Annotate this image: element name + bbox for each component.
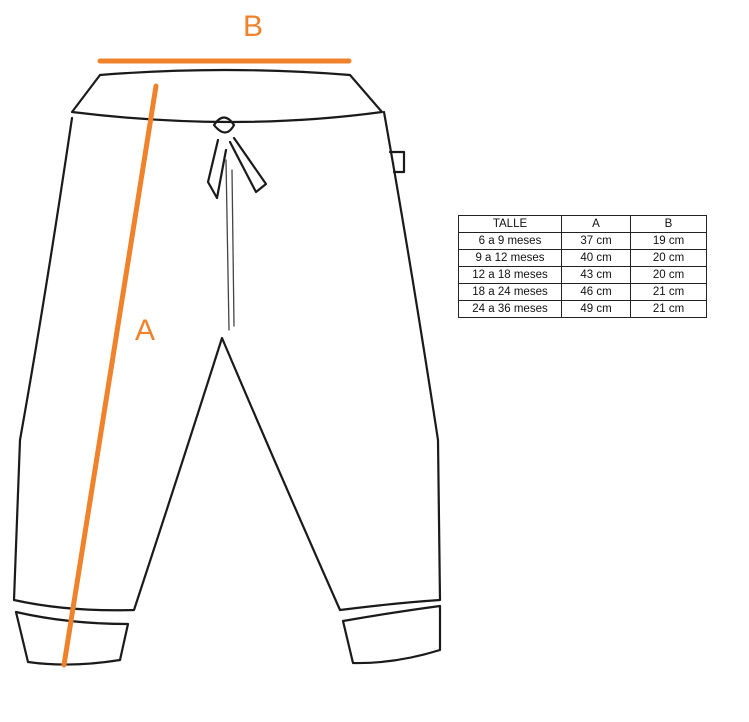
fly-seam-inner [231, 169, 235, 327]
header-talle: TALLE [458, 215, 562, 233]
a-cell: 46 cm [561, 283, 631, 301]
table-row: 12 a 18 meses 43 cm 20 cm [458, 266, 707, 284]
b-cell: 20 cm [630, 249, 707, 267]
table-row: 18 a 24 meses 46 cm 21 cm [458, 283, 707, 301]
b-cell: 20 cm [630, 266, 707, 284]
label-a: A [135, 314, 155, 347]
size-table: TALLE A B 6 a 9 meses 37 cm 19 cm 9 a 12… [458, 215, 707, 318]
measure-line-a [61, 83, 159, 668]
b-cell: 19 cm [630, 232, 707, 250]
a-cell: 43 cm [561, 266, 631, 284]
header-a: A [561, 215, 631, 233]
side-tag [388, 150, 406, 174]
table-row: 6 a 9 meses 37 cm 19 cm [458, 232, 707, 250]
label-b: B [243, 10, 263, 43]
size-cell: 9 a 12 meses [458, 249, 562, 267]
size-cell: 18 a 24 meses [458, 283, 562, 301]
header-b: B [630, 215, 707, 233]
waistband-outline [70, 68, 384, 124]
size-cell: 12 a 18 meses [458, 266, 562, 284]
a-cell: 49 cm [561, 300, 631, 318]
size-cell: 6 a 9 meses [458, 232, 562, 250]
drawstring-right [228, 136, 268, 194]
table-row: 24 a 36 meses 49 cm 21 cm [458, 300, 707, 318]
b-cell: 21 cm [630, 283, 707, 301]
drawstring-left [206, 138, 228, 200]
table-header-row: TALLE A B [458, 215, 707, 233]
right-cuff-outline [341, 604, 442, 665]
a-cell: 40 cm [561, 249, 631, 267]
b-cell: 21 cm [630, 300, 707, 318]
drawstring-knot [212, 116, 236, 134]
size-cell: 24 a 36 meses [458, 300, 562, 318]
fly-seam [225, 159, 230, 331]
a-cell: 37 cm [561, 232, 631, 250]
left-cuff-outline [14, 610, 130, 666]
pants-outline [12, 110, 442, 612]
table-row: 9 a 12 meses 40 cm 20 cm [458, 249, 707, 267]
